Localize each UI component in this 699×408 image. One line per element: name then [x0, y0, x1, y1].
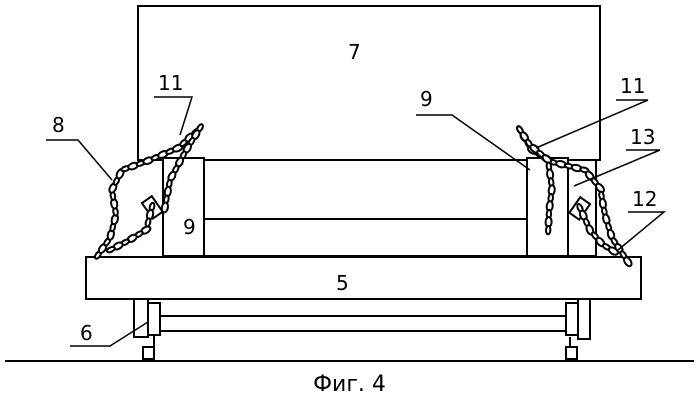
bogie-left-inner [148, 303, 160, 335]
label-11-left: 11 [158, 71, 183, 95]
support-block-left [163, 158, 204, 256]
label-13: 13 [630, 125, 655, 149]
label-5: 5 [336, 271, 349, 295]
bogie-left [134, 299, 148, 337]
figure-caption: Фиг. 4 [0, 372, 699, 397]
chain-link [106, 246, 115, 254]
label-9-right: 9 [420, 87, 433, 111]
bogie-right-wheel [566, 347, 577, 359]
label-12: 12 [632, 187, 657, 211]
label-11-right: 11 [620, 74, 645, 98]
chain-link [161, 202, 169, 213]
platform-beam [86, 257, 641, 299]
bogie-left-wheel [143, 347, 154, 359]
label-9-left: 9 [183, 215, 196, 239]
bogie-right-outer [578, 299, 590, 339]
label-6: 6 [80, 321, 93, 345]
container-body [138, 6, 600, 160]
chain-link [546, 226, 551, 235]
label-7: 7 [348, 40, 361, 64]
bogie-right [566, 303, 578, 335]
label-8: 8 [52, 113, 65, 137]
